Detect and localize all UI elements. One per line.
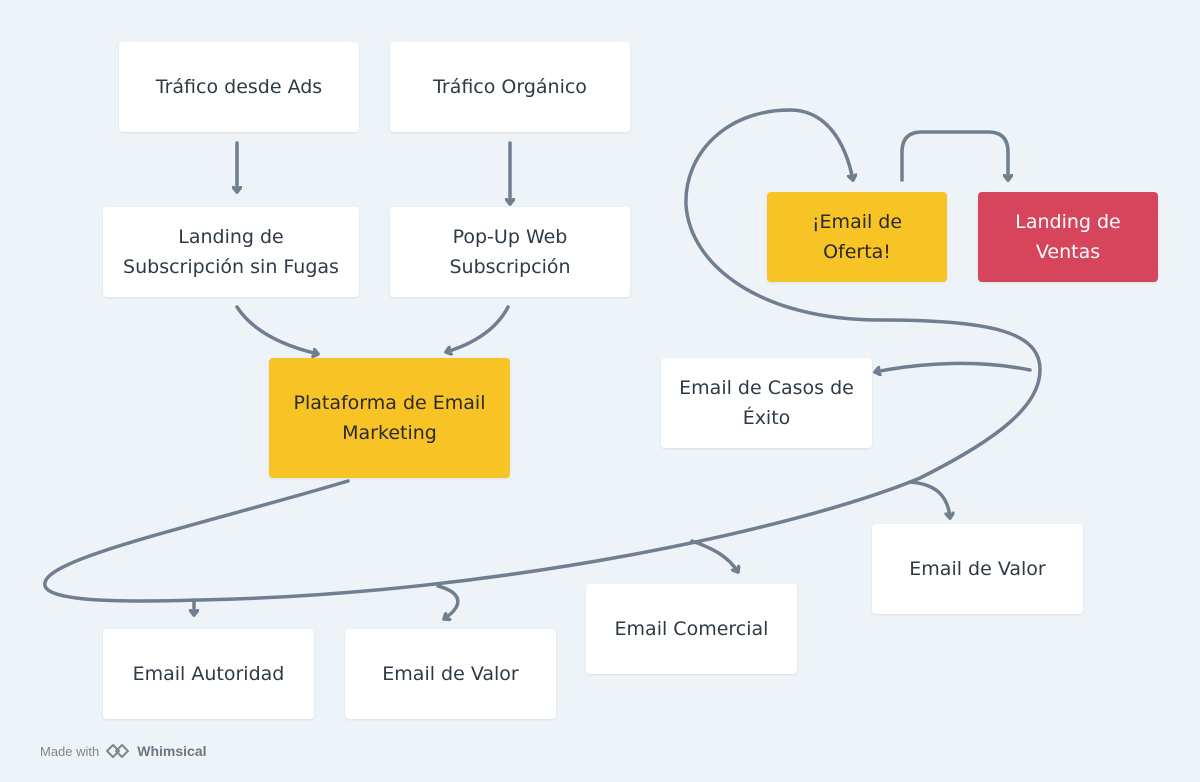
node-trafico-organico[interactable]: Tráfico Orgánico: [390, 42, 630, 132]
whimsical-brand-label: Whimsical: [137, 743, 207, 759]
edge-popup-to-plataforma: [444, 305, 510, 352]
node-email-autoridad[interactable]: Email Autoridad: [103, 629, 314, 719]
edge-to-valor1: [436, 584, 460, 619]
node-landing-subscripcion[interactable]: Landing de Subscripción sin Fugas: [103, 207, 359, 297]
edge-to-valor2: [908, 480, 950, 520]
edge-to-casos: [873, 361, 1032, 372]
edge-plataforma-loop: [43, 108, 1042, 603]
node-plataforma-email[interactable]: Plataforma de Email Marketing: [269, 358, 510, 478]
made-with-footer[interactable]: Made with Whimsical: [40, 740, 207, 762]
node-email-valor-2[interactable]: Email de Valor: [872, 524, 1083, 614]
node-email-casos-exito[interactable]: Email de Casos de Éxito: [661, 358, 872, 448]
node-email-comercial[interactable]: Email Comercial: [586, 584, 797, 674]
edge-landing-to-plataforma: [235, 305, 320, 354]
whimsical-logo-icon: [106, 744, 130, 758]
node-email-valor-1[interactable]: Email de Valor: [345, 629, 556, 719]
node-landing-ventas[interactable]: Landing de Ventas: [978, 192, 1158, 282]
edge-to-comercial: [690, 539, 738, 574]
node-email-oferta[interactable]: ¡Email de Oferta!: [767, 192, 947, 282]
edge-oferta-to-ventas: [900, 130, 1008, 182]
made-with-label: Made with: [40, 743, 100, 759]
node-popup-web[interactable]: Pop-Up Web Subscripción: [390, 207, 630, 297]
node-trafico-ads[interactable]: Tráfico desde Ads: [119, 42, 359, 132]
